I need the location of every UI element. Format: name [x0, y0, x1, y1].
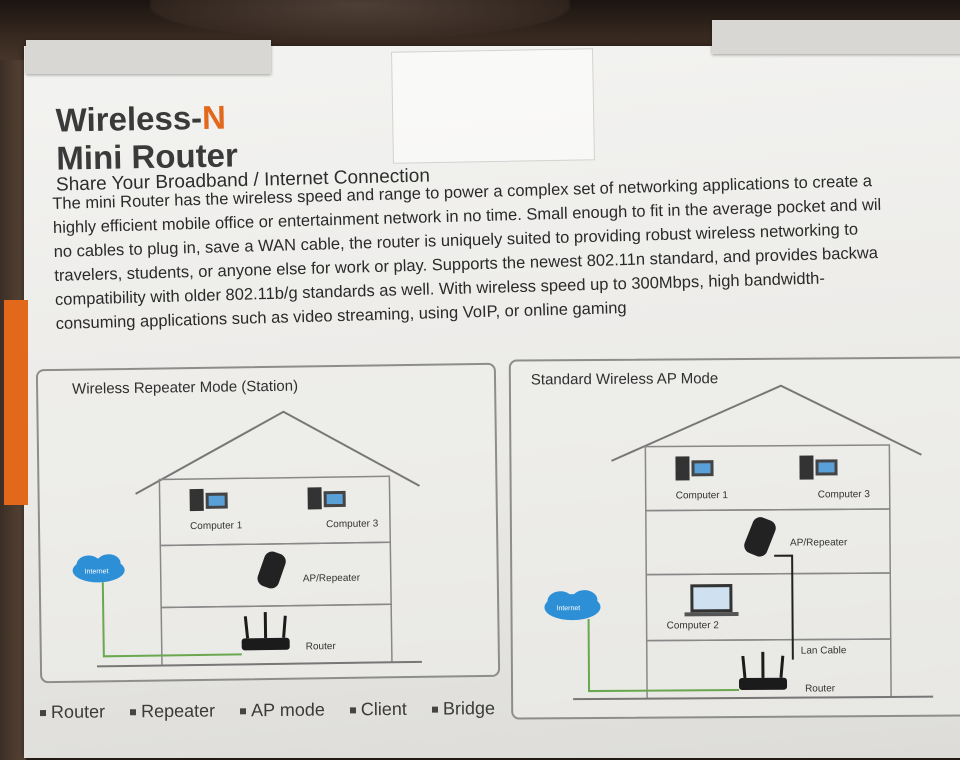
repeater-house-illustration: Computer 1 Computer 3 AP/Repeater Router… — [38, 365, 498, 681]
internet-label: Internet — [85, 568, 109, 575]
computer2-label: Computer 2 — [667, 620, 720, 631]
bullet-icon — [350, 708, 356, 714]
computer1-label: Computer 1 — [676, 490, 729, 501]
computer3-label: Computer 3 — [818, 489, 871, 500]
bullet-icon — [240, 709, 246, 715]
feature-item: Repeater — [130, 700, 225, 721]
ap-mode-diagram: Standard Wireless AP Mode Computer 1 Com… — [509, 356, 960, 719]
title-prefix: Wireless- — [55, 99, 202, 139]
feature-list: Router Repeater AP mode Client Bridge — [40, 698, 515, 723]
computer3-label: Computer 3 — [326, 518, 379, 530]
product-title: Wireless-N Mini Router — [55, 98, 238, 177]
title-accent: N — [202, 99, 226, 136]
lan-cable-line — [774, 556, 793, 660]
lan-cable-label: Lan Cable — [801, 645, 847, 656]
computer-icon — [190, 489, 228, 512]
wan-cable — [103, 580, 242, 656]
computer1-label: Computer 1 — [190, 520, 243, 532]
bullet-icon — [432, 707, 438, 713]
feature-label: Client — [361, 699, 407, 719]
laptop-icon — [684, 584, 738, 616]
feature-item: Bridge — [432, 698, 505, 719]
computer-icon — [799, 455, 837, 479]
description: The mini Router has the wireless speed a… — [52, 166, 960, 336]
feature-label: AP mode — [251, 700, 325, 721]
box-flap-right — [712, 20, 960, 54]
router-icon — [739, 652, 787, 690]
router-label: Router — [306, 641, 337, 652]
feature-label: Router — [51, 702, 105, 722]
feature-item: AP mode — [240, 699, 335, 720]
repeater-device-icon — [742, 515, 778, 559]
repeater-label: AP/Repeater — [790, 537, 848, 548]
packing-tape — [391, 48, 595, 164]
feature-label: Repeater — [141, 701, 215, 722]
bullet-icon — [130, 709, 136, 715]
computer-icon — [675, 456, 713, 480]
computer-icon — [308, 487, 346, 510]
feature-label: Bridge — [443, 698, 495, 718]
orange-stripe — [4, 300, 28, 505]
repeater-device-icon — [255, 549, 288, 590]
repeater-label: AP/Repeater — [303, 573, 361, 585]
hand-shadow — [150, 0, 570, 40]
feature-item: Client — [350, 699, 417, 720]
bullet-icon — [40, 710, 46, 716]
box-flap-left — [26, 40, 271, 74]
feature-item: Router — [40, 701, 115, 722]
repeater-mode-diagram: Wireless Repeater Mode (Station) Compute… — [36, 363, 500, 683]
ap-house-illustration: Computer 1 Computer 3 AP/Repeater Comput… — [511, 358, 960, 717]
router-icon — [241, 612, 290, 651]
router-label: Router — [805, 683, 836, 694]
internet-label: Internet — [556, 605, 580, 612]
